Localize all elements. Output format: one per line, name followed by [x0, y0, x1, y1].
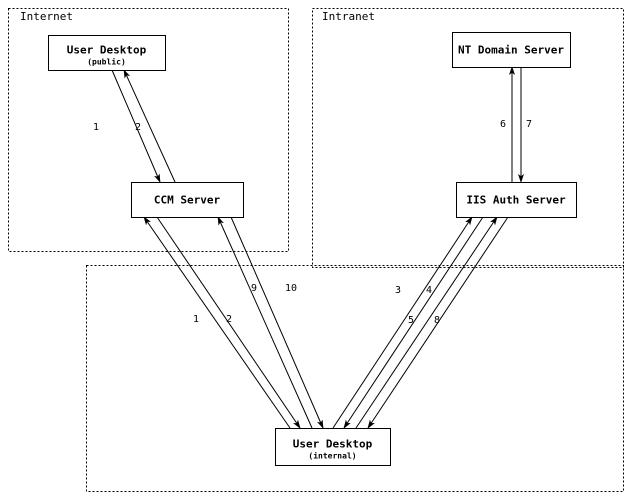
- zone-internal-network: [86, 265, 624, 492]
- node-title-iis-auth-server: IIS Auth Server: [466, 194, 566, 207]
- node-user-desktop-internal[interactable]: User Desktop(internal): [275, 428, 391, 466]
- flow-step-label-9-user-desktop-internal: 9: [251, 283, 257, 294]
- node-box-iis-auth-server[interactable]: [456, 182, 577, 218]
- flow-step-label-5-user-desktop-internal: 5: [408, 315, 414, 326]
- node-subtitle-user-desktop-internal: (internal): [308, 451, 356, 461]
- node-nt-domain-server[interactable]: NT Domain Server: [452, 32, 571, 68]
- node-ccm-server[interactable]: CCM Server: [131, 182, 244, 218]
- zone-label-internet: Internet: [20, 10, 73, 23]
- flow-step-label-2-ccm-server: 2: [135, 122, 141, 133]
- zones-layer: Internet Intranet: [8, 8, 624, 492]
- node-title-user-desktop-public: User Desktop: [67, 44, 147, 57]
- zone-intranet: Intranet: [312, 8, 624, 268]
- node-subtitle-user-desktop-public: (public): [87, 57, 126, 67]
- flow-line-3-user-desktop-internal-to-iis-auth-server: [332, 216, 473, 429]
- flow-step-label-6-iis-auth-server: 6: [500, 119, 506, 130]
- flow-step-label-2-ccm-server: 2: [226, 314, 232, 325]
- flow-step-label-10-ccm-server: 10: [285, 283, 297, 294]
- node-title-user-desktop-internal: User Desktop: [293, 438, 373, 451]
- flow-line-5-user-desktop-internal-to-iis-auth-server: [355, 216, 498, 429]
- zone-internet: Internet: [8, 8, 289, 252]
- flow-step-label-3-user-desktop-internal: 3: [395, 285, 401, 296]
- node-box-user-desktop-internal[interactable]: [275, 428, 391, 466]
- flow-line-1-user-desktop-public-to-ccm-server: [111, 69, 161, 183]
- flow-line-2-ccm-server-to-user-desktop-public: [123, 69, 176, 183]
- node-iis-auth-server[interactable]: IIS Auth Server: [456, 182, 577, 218]
- zone-boundary-internet: [8, 8, 289, 252]
- flow-line-10-ccm-server-to-user-desktop-internal: [230, 216, 324, 429]
- node-box-ccm-server[interactable]: [131, 182, 244, 218]
- flow-line-1-user-desktop-internal-to-ccm-server: [143, 216, 291, 429]
- node-box-nt-domain-server[interactable]: [452, 32, 571, 68]
- flow-step-label-4-iis-auth-server: 4: [426, 285, 432, 296]
- flow-step-label-1-user-desktop-internal: 1: [193, 314, 199, 325]
- flow-line-8-iis-auth-server-to-user-desktop-internal: [367, 216, 509, 429]
- node-title-nt-domain-server: NT Domain Server: [458, 44, 564, 57]
- node-title-ccm-server: CCM Server: [154, 194, 221, 207]
- node-box-user-desktop-public[interactable]: [48, 35, 166, 71]
- flow-step-label-8-iis-auth-server: 8: [434, 315, 440, 326]
- flow-line-4-iis-auth-server-to-user-desktop-internal: [343, 216, 484, 429]
- zone-boundary-internal-network: [86, 265, 624, 492]
- zone-label-intranet: Intranet: [322, 10, 375, 23]
- flow-labels-layer: 1 2 1 2 3 4 5 8 6 7 9 10: [93, 119, 532, 326]
- flows-layer: [111, 66, 524, 429]
- flow-step-label-1-user-desktop-public: 1: [93, 122, 99, 133]
- flow-line-2-ccm-server-to-user-desktop-internal: [156, 216, 301, 429]
- zone-boundary-intranet: [312, 8, 624, 268]
- flow-line-9-user-desktop-internal-to-ccm-server: [217, 216, 313, 429]
- flow-step-label-7-nt-domain-server: 7: [526, 119, 532, 130]
- node-user-desktop-public[interactable]: User Desktop(public): [48, 35, 166, 71]
